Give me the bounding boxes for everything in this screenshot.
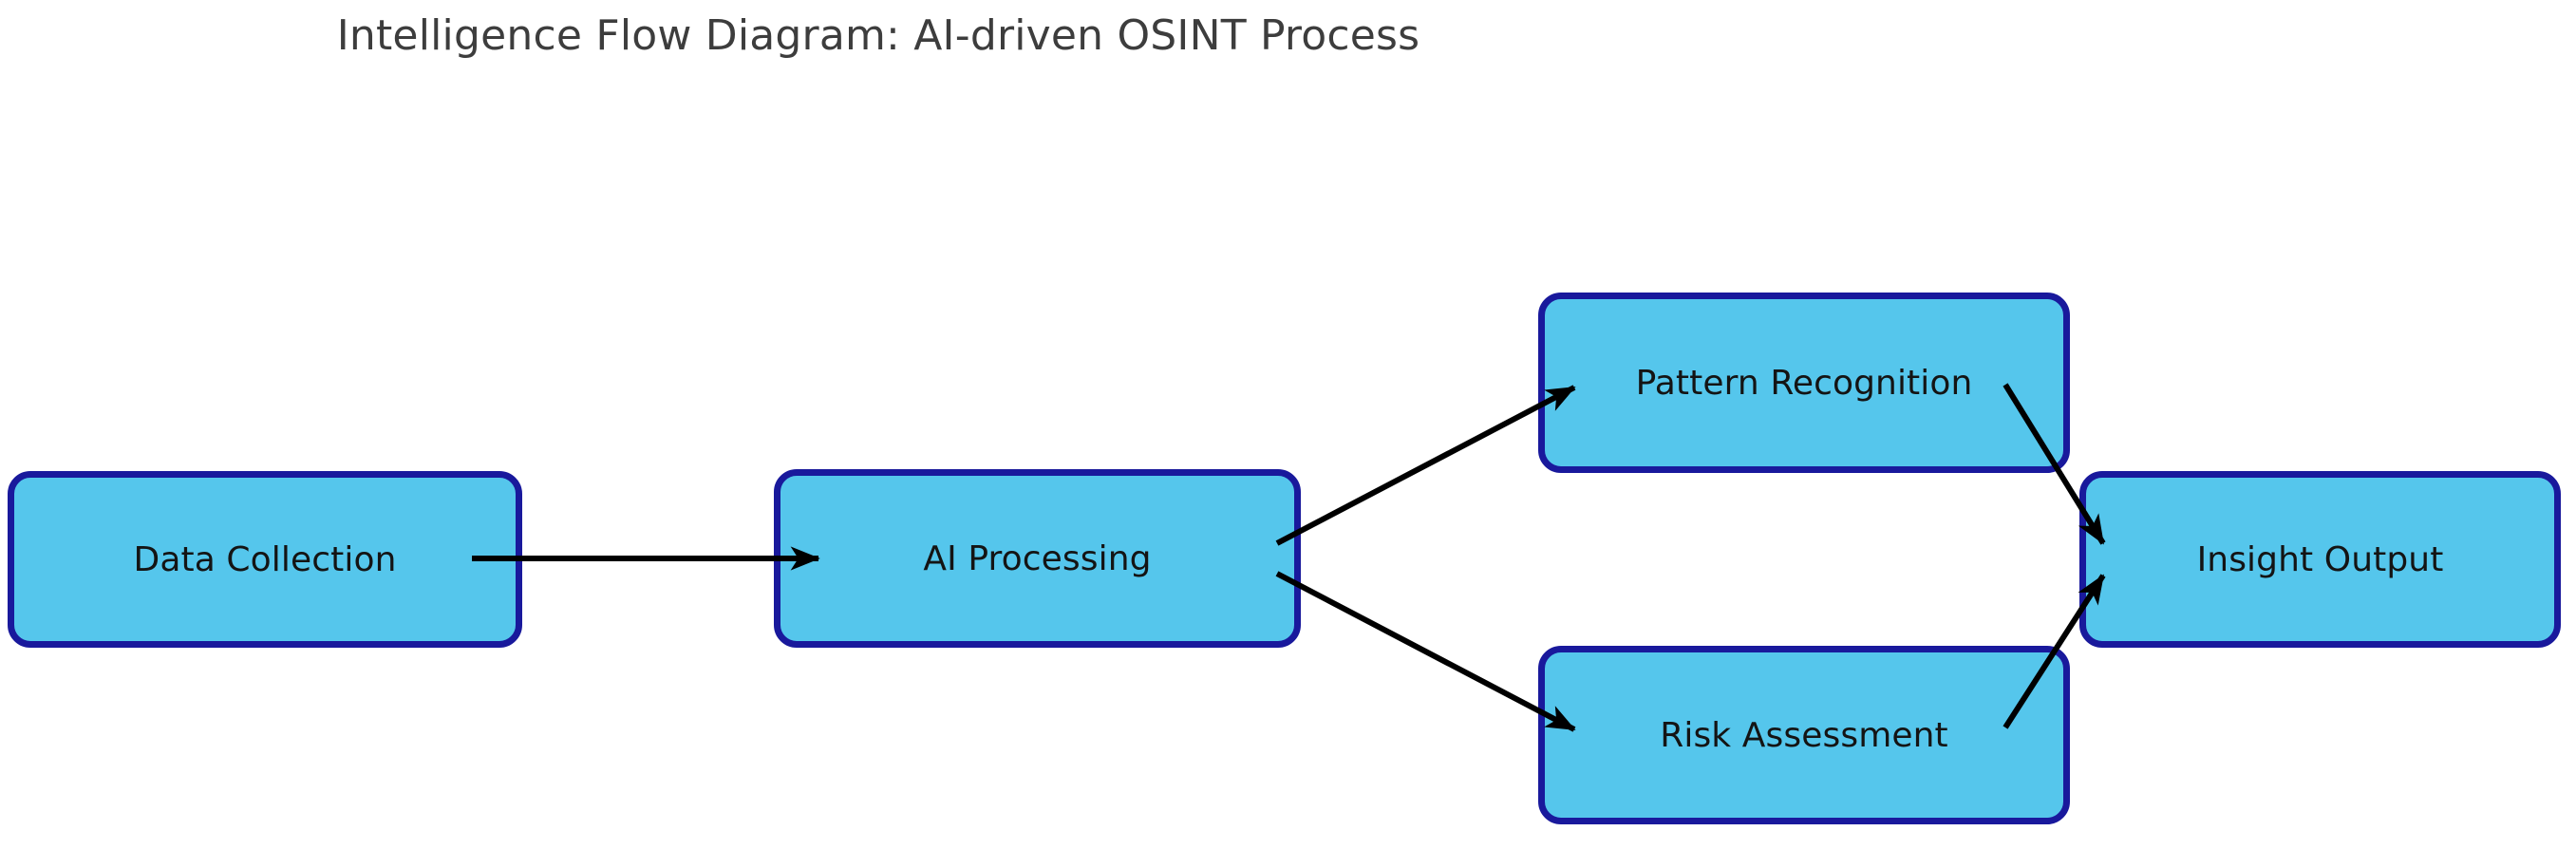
node-ai-processing[interactable]: AI Processing bbox=[774, 469, 1301, 648]
node-label-insight-output: Insight Output bbox=[2196, 539, 2444, 579]
node-pattern-recognition[interactable]: Pattern Recognition bbox=[1538, 293, 2070, 473]
edge-ai_processing-to-pattern_recognition bbox=[1275, 385, 1576, 546]
node-label-pattern-recognition: Pattern Recognition bbox=[1635, 363, 1973, 403]
node-label-risk-assessment: Risk Assessment bbox=[1660, 715, 1948, 755]
node-risk-assessment[interactable]: Risk Assessment bbox=[1538, 646, 2070, 824]
page-title: Intelligence Flow Diagram: AI-driven OSI… bbox=[336, 11, 1420, 60]
node-label-data-collection: Data Collection bbox=[133, 539, 397, 579]
node-label-ai-processing: AI Processing bbox=[923, 538, 1152, 578]
node-insight-output[interactable]: Insight Output bbox=[2079, 471, 2561, 648]
node-data-collection[interactable]: Data Collection bbox=[8, 471, 522, 648]
edge-ai_processing-to-risk_assessment bbox=[1275, 571, 1576, 732]
